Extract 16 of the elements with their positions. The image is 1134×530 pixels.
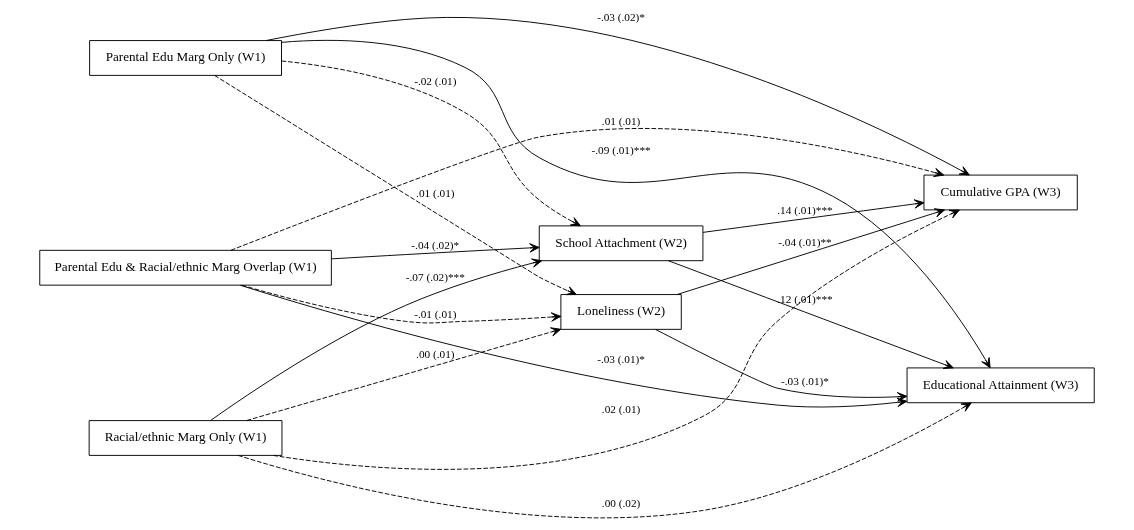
edge-label: .00 (.01) (416, 347, 455, 360)
edge-label: -.03 (.01)* (781, 374, 829, 387)
edge-label: -.07 (.02)*** (405, 270, 465, 283)
edge-label: .01 (.01) (416, 186, 455, 199)
edge-label: .02 (.01) (601, 403, 641, 416)
edge-label: .14 (.01)*** (777, 203, 833, 216)
edge-label: .12 (.01)*** (777, 293, 833, 306)
edge-label: -.04 (.02)* (411, 238, 460, 251)
edge-label: -.02 (.01) (414, 74, 457, 87)
edge-label: -.03 (.01)* (597, 353, 646, 366)
edge-label: -.01 (.01) (414, 308, 457, 321)
edge-label: -.04 (.01)** (778, 235, 832, 248)
edge-label: .01 (.01) (601, 115, 641, 128)
edge-label: -.03 (.02)* (597, 10, 646, 23)
edge-label: .00 (.02) (601, 497, 641, 510)
edge-label: -.09 (.01)*** (591, 144, 651, 157)
